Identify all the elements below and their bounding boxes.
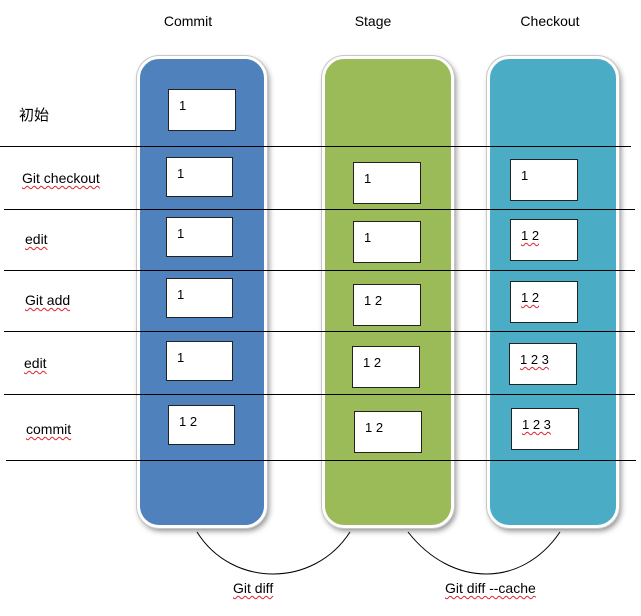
- row-separator: [0, 146, 631, 147]
- stage-column-header: Stage: [354, 13, 392, 29]
- row-separator: [4, 394, 635, 395]
- commit-content-box: 1: [166, 217, 233, 257]
- stage-checkout-diff-arc: [407, 531, 561, 575]
- checkout-content-box: 1 2: [510, 281, 578, 323]
- commit-content-box: 1 2: [168, 405, 235, 445]
- stage-content-box: 1 2: [353, 284, 421, 326]
- checkout-content-box: 1: [510, 159, 578, 201]
- commit-column-header: Commit: [163, 13, 213, 29]
- row-label-git-checkout: Git checkout: [22, 170, 100, 186]
- row-separator: [4, 209, 635, 210]
- row-separator: [4, 270, 635, 271]
- row-separator: [6, 460, 636, 461]
- commit-content-box: 1: [168, 89, 236, 131]
- commit-content-box: 1: [166, 341, 233, 381]
- checkout-content-box: 1 2 3: [509, 343, 577, 385]
- row-separator: [4, 331, 635, 332]
- git-diff-label: Git diff: [233, 580, 274, 596]
- stage-content-box: 1 2: [354, 411, 422, 453]
- checkout-content-box: 1 2 3: [511, 408, 579, 450]
- row-label-initial: 初始: [19, 107, 50, 124]
- row-label-commit: commit: [26, 421, 72, 437]
- row-label-edit: edit: [24, 355, 47, 371]
- commit-content-box: 1: [166, 157, 233, 197]
- row-label-edit: edit: [25, 231, 48, 247]
- checkout-column-header: Checkout: [520, 13, 580, 29]
- stage-content-box: 1 2: [352, 346, 420, 388]
- row-label-git-add: Git add: [25, 292, 71, 308]
- commit-stage-diff-arc: [196, 531, 351, 575]
- stage-content-box: 1: [353, 221, 421, 263]
- commit-content-box: 1: [166, 278, 233, 318]
- git-diff-cache-label: Git diff --cache: [445, 580, 536, 596]
- stage-content-box: 1: [353, 162, 421, 204]
- checkout-content-box: 1 2: [510, 219, 578, 261]
